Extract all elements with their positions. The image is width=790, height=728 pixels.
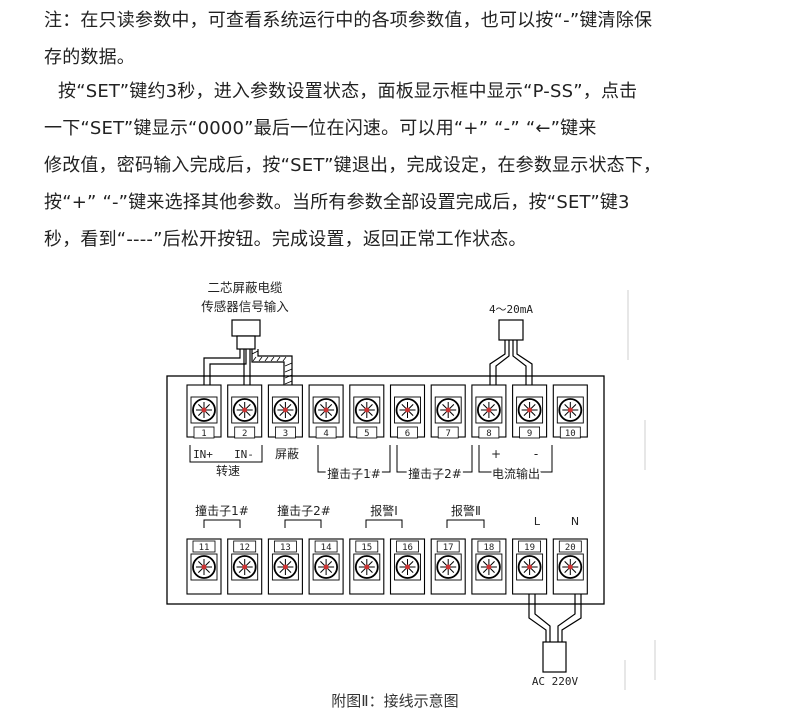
terminal-number: 18 [483,543,494,553]
screw-center-icon [201,407,207,413]
current-output-label: 电流输出 [492,466,540,481]
screw-center-icon [201,564,207,570]
alarm2-label: 报警Ⅱ [451,503,481,518]
terminal [349,384,385,439]
terminal-number: 15 [361,543,372,553]
screw-center-icon [486,564,492,570]
screw-center-icon [323,564,329,570]
note-line: 存的数据。 [44,47,135,68]
striker1-bottom-label: 撞击子1# [195,503,249,518]
terminal-number: 20 [565,543,576,553]
current-cable [489,319,533,386]
terminal [349,538,385,595]
striker2-bottom-label: 撞击子2# [277,503,331,518]
figure-caption: 附图Ⅱ：接线示意图 [331,692,459,710]
screw-center-icon [567,407,573,413]
terminal-number: 16 [402,543,413,553]
striker2-top-label: 撞击子2# [408,466,462,481]
in-plus-label: IN+ [193,448,213,461]
terminal [512,384,548,439]
terminal-number: 3 [283,429,288,439]
instruction-line: 秒，看到“----”后松开按钮。完成设置，返回正常工作状态。 [44,229,527,250]
screw-center-icon [527,564,533,570]
in-minus-label: IN- [234,448,254,461]
terminal [267,538,303,595]
terminal [552,538,588,595]
terminal-number: 11 [199,543,210,553]
terminal [471,384,507,439]
terminal [227,538,263,595]
speed-label: 转速 [216,463,240,478]
instruction-line: 按“SET”键约3秒，进入参数设置状态，面板显示框中显示“P-SS”，点击 [58,81,638,102]
terminal-number: 17 [443,543,454,553]
screw-center-icon [242,407,248,413]
terminal [552,384,588,439]
ac-voltage-label: AC 220V [532,675,579,688]
line-L-label: L [534,515,541,528]
group-brackets [189,445,553,528]
alarm1-label: 报警Ⅰ [370,503,398,518]
terminal-number: 2 [242,429,247,439]
shield-label: 屏蔽 [275,447,299,461]
sensor-cable [203,319,293,386]
minus-label: - [534,447,538,461]
bottom-terminal-row [186,538,588,595]
neutral-N-label: N [571,515,579,528]
terminal-number: 19 [524,543,535,553]
ac-cable [528,592,582,673]
instruction-line: 一下“SET”键显示“0000”最后一位在闪速。可以用“+” “-” “←”键来 [44,118,597,139]
terminal-number: 5 [364,429,369,439]
instruction-line: 按“+” “-”键来选择其他参数。当所有参数全部设置完成后，按“SET”键3 [44,192,630,213]
terminal [430,538,466,595]
instructions-paragraph: 按“SET”键约3秒，进入参数设置状态，面板显示框中显示“P-SS”，点击 一下… [44,73,746,258]
terminal-number: 14 [321,543,332,553]
terminal [389,538,426,595]
screw-center-icon [405,407,410,413]
terminal [308,384,344,439]
terminal [512,538,548,595]
terminal-number: 4 [323,429,328,439]
screw-center-icon [282,564,288,570]
screw-center-icon [445,564,451,570]
terminal-number: 10 [565,429,576,439]
screw-center-icon [405,564,410,570]
terminal-number: 9 [527,429,532,439]
terminal [471,538,507,595]
terminal [389,384,426,439]
terminal-number: 8 [486,429,491,439]
terminal-number: 13 [280,543,291,553]
terminal [430,384,466,439]
shield-braid [251,350,293,385]
screw-center-icon [242,564,248,570]
screw-center-icon [282,407,288,413]
terminal [267,384,303,439]
instruction-line: 修改值，密码输入完成后，按“SET”键退出，完成设定，在参数显示状态下， [44,155,662,176]
current-range-label: 4～20mA [489,303,533,316]
terminal [186,538,222,595]
screw-center-icon [323,407,329,413]
screw-center-icon [364,564,370,570]
screw-center-icon [527,407,533,413]
terminal-number: 7 [445,429,450,439]
screw-center-icon [364,407,370,413]
plus-label: + [491,447,501,461]
screw-center-icon [445,407,451,413]
screw-center-icon [486,407,492,413]
terminal-number: 12 [239,543,250,553]
screw-center-icon [567,564,573,570]
top-terminal-row [186,384,588,439]
terminal [186,384,222,439]
terminal-number: 6 [405,429,410,439]
sensor-input-label: 传感器信号输入 [201,299,289,314]
sensor-cable-label: 二芯屏蔽电缆 [207,280,283,295]
note-line: 注：在只读参数中，可查看系统运行中的各项参数值，也可以按“-”键清除保 [44,10,653,31]
note-paragraph: 注：在只读参数中，可查看系统运行中的各项参数值，也可以按“-”键清除保 存的数据… [44,2,746,76]
terminal [227,384,263,439]
terminal [308,538,344,595]
striker1-top-label: 撞击子1# [327,466,381,481]
scan-artifact [624,290,656,690]
terminal-number: 1 [201,429,206,439]
